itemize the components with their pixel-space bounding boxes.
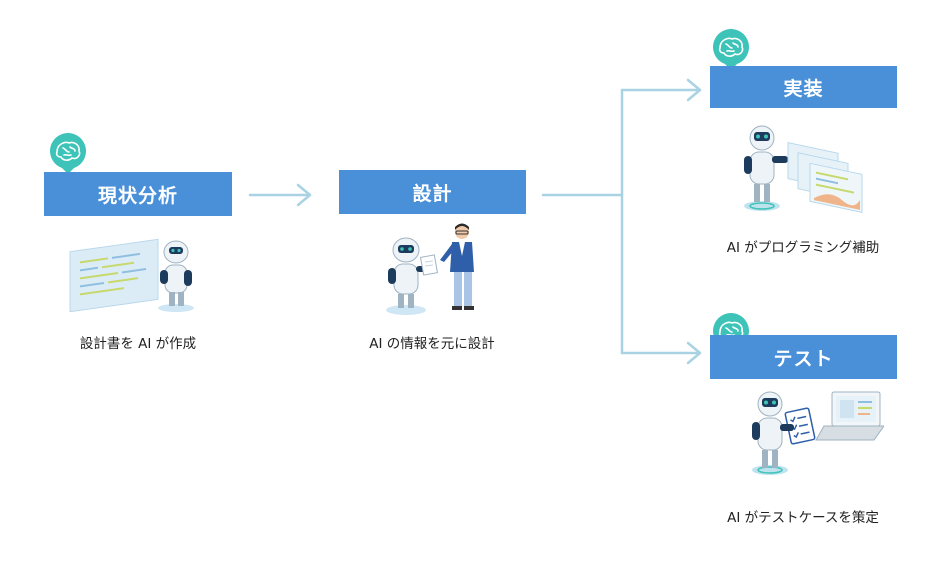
stage-implementation-label: 実装 (783, 77, 824, 100)
stage-analysis-box: 現状分析 (44, 172, 232, 216)
robot-with-checklist-icon (744, 384, 884, 484)
stage-analysis-label: 現状分析 (97, 184, 178, 207)
stage-test-caption: AI がテストケースを策定 (727, 510, 879, 526)
stage-test-box: テスト (710, 335, 897, 379)
arrow-to-implementation (620, 78, 702, 102)
stage-implementation-box: 実装 (710, 66, 897, 108)
stage-analysis-caption: 設計書を AI が作成 (79, 336, 197, 352)
brain-icon (44, 130, 92, 178)
brain-icon (707, 26, 755, 74)
stage-design-box: 設計 (339, 170, 526, 214)
stage-design-caption: AI の情報を元に設計 (369, 336, 495, 352)
stage-implementation-caption: AI がプログラミング補助 (726, 240, 880, 256)
robot-with-document-icon (68, 234, 198, 314)
robot-and-person-icon (378, 222, 488, 317)
arrow-design-branch (541, 88, 624, 355)
arrow-to-test (620, 341, 702, 365)
arrow-analysis-to-design (248, 183, 312, 207)
stage-test-label: テスト (773, 347, 834, 370)
stage-design-label: 設計 (412, 182, 453, 205)
robot-with-code-screens-icon (738, 118, 878, 218)
